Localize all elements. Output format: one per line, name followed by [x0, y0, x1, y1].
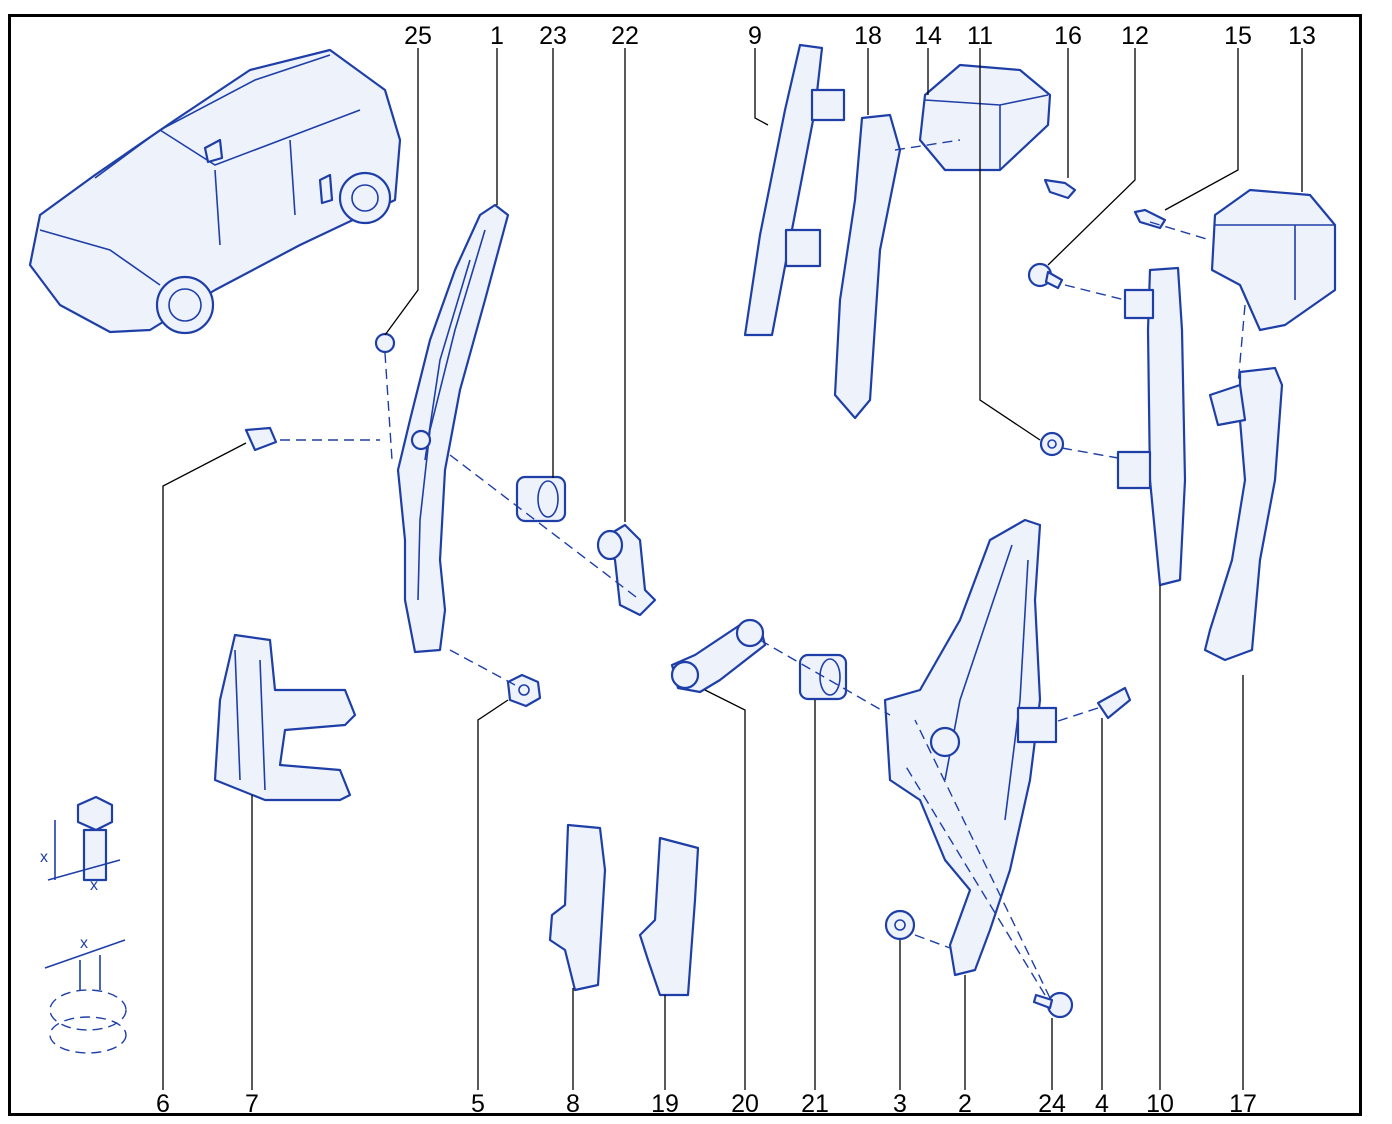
- callout-25: 25: [404, 22, 432, 50]
- part-6-clip: [244, 426, 278, 452]
- part-18-rail: [833, 113, 902, 420]
- callout-23: 23: [539, 22, 567, 50]
- callout-16: 16: [1054, 22, 1082, 50]
- callout-14: 14: [914, 22, 942, 50]
- callout-13: 13: [1288, 22, 1316, 50]
- legend-x-label-2: x: [90, 877, 98, 894]
- callout-10: 10: [1146, 1090, 1174, 1118]
- part-3-washer: [884, 909, 916, 941]
- callout-11: 11: [967, 22, 993, 50]
- part-24-bolt: [1032, 991, 1074, 1019]
- part-5-nut: [506, 673, 542, 708]
- part-7-bracket: [213, 633, 357, 802]
- callout-21: 21: [801, 1090, 829, 1118]
- leader-lines: [162, 48, 1303, 1090]
- callout-19: 19: [651, 1090, 679, 1118]
- dimension-legend: x x x: [40, 795, 127, 1054]
- legend-x-label-1: x: [40, 849, 48, 866]
- part-23-spacer: [515, 475, 567, 523]
- callout-1: 1: [490, 22, 504, 50]
- part-11-washer: [1039, 431, 1065, 457]
- callout-20: 20: [731, 1090, 759, 1118]
- part-25-screw: [374, 332, 396, 354]
- part-4-clip: [1096, 686, 1132, 720]
- part-8-bracket: [548, 823, 607, 992]
- callout-8: 8: [566, 1090, 580, 1118]
- part-13-cover: [1210, 188, 1337, 332]
- callout-9: 9: [748, 22, 762, 50]
- callout-3: 3: [893, 1090, 907, 1118]
- part-10-rear-rail: [1116, 266, 1187, 587]
- callout-7: 7: [245, 1090, 259, 1118]
- part-22-handle: [596, 523, 657, 617]
- callout-2: 2: [958, 1090, 972, 1118]
- part-16-screw: [1043, 178, 1077, 200]
- callout-5: 5: [471, 1090, 485, 1118]
- legend-x-label-3: x: [80, 935, 88, 952]
- part-2-rear-regulator: [883, 518, 1058, 977]
- part-9-rail: [743, 43, 846, 337]
- callout-18: 18: [854, 22, 882, 50]
- part-1-front-regulator: [396, 203, 510, 654]
- assembly-guide-lines: [280, 139, 1246, 999]
- callout-4: 4: [1095, 1090, 1109, 1118]
- part-15-screw: [1133, 208, 1167, 230]
- car-illustration: [28, 48, 402, 335]
- callout-22: 22: [611, 22, 639, 50]
- callout-17: 17: [1229, 1090, 1257, 1118]
- part-19-bracket: [638, 836, 700, 997]
- part-17-rail: [1203, 366, 1284, 662]
- part-12-bolt: [1027, 262, 1064, 290]
- callout-24: 24: [1038, 1090, 1066, 1118]
- callout-12: 12: [1121, 22, 1149, 50]
- part-14-cover: [918, 63, 1052, 172]
- part-20-handle: [670, 618, 767, 694]
- callout-6: 6: [156, 1090, 170, 1118]
- callout-15: 15: [1224, 22, 1252, 50]
